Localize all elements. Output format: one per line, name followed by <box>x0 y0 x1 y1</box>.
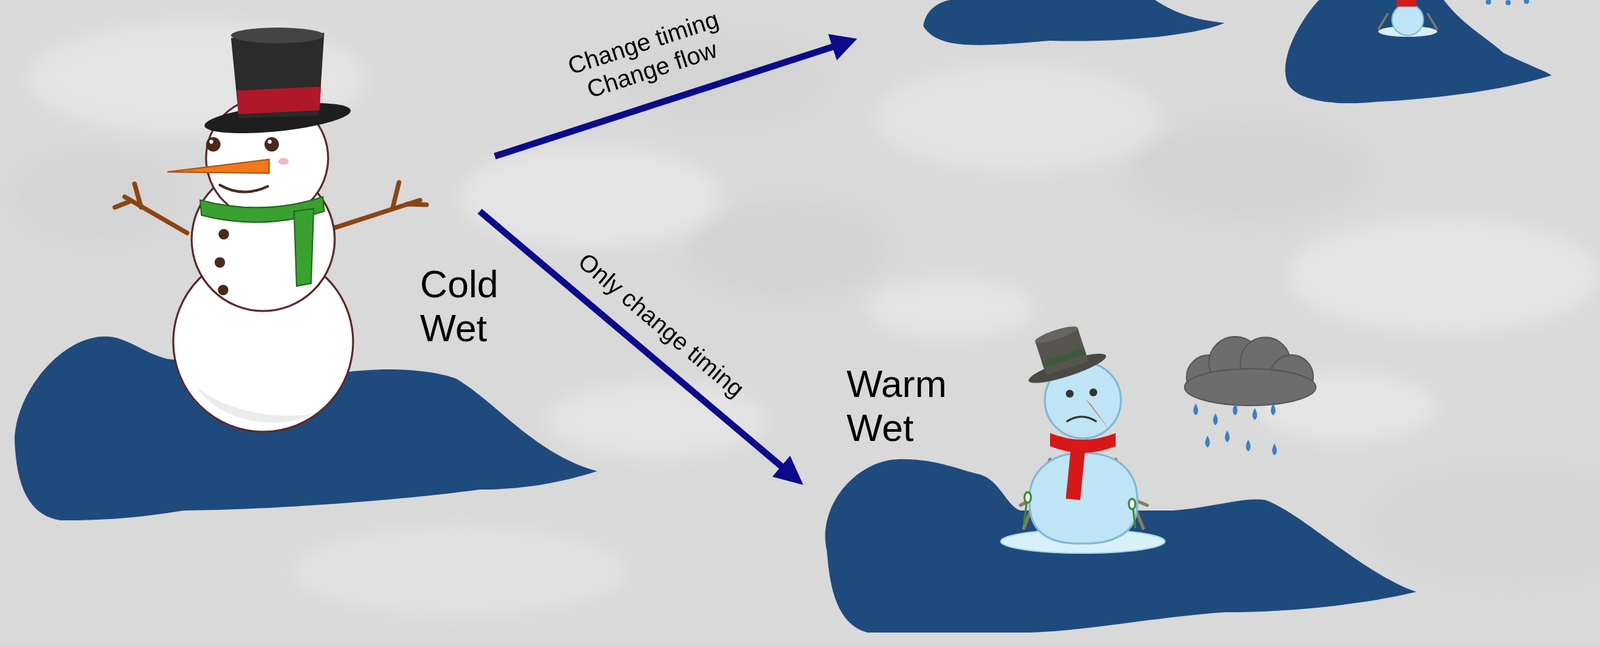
blob-shape <box>14 336 598 521</box>
drooping-arms <box>1020 459 1148 529</box>
snow-ball <box>173 252 354 432</box>
melting-body <box>1029 452 1138 544</box>
shading <box>196 387 316 423</box>
region-blob: Cold Wet <box>9 211 598 521</box>
region-blob: Warm Wet <box>803 362 1417 638</box>
arrow-note: Change timing Change flow <box>545 0 751 114</box>
distant-region-blob <box>923 0 1225 46</box>
button <box>218 229 230 240</box>
red-scarf <box>1050 433 1116 453</box>
timing-arrow <box>479 211 804 485</box>
tiny-snowman <box>1378 0 1438 37</box>
arrow-label: Only change timing <box>572 248 749 404</box>
button <box>214 257 226 268</box>
tiny-raindrops <box>1485 0 1530 6</box>
scarf <box>200 196 325 223</box>
button <box>217 284 229 296</box>
hat-brim <box>203 97 353 139</box>
snowman-cold <box>114 27 427 432</box>
drooping-nose <box>1085 399 1112 434</box>
raindrops <box>1193 403 1278 456</box>
hat-band <box>236 86 321 115</box>
hat-top <box>231 27 325 44</box>
smile <box>219 185 268 193</box>
scarf-tail <box>294 208 314 287</box>
eye <box>1089 388 1098 397</box>
puddle <box>1000 529 1165 554</box>
arrow-head <box>772 455 804 485</box>
tilted-hat <box>1016 317 1109 389</box>
condition-text: Warm Wet <box>846 362 965 450</box>
eye <box>206 137 221 152</box>
hat-crown <box>231 32 325 119</box>
red-scarf-tail <box>1065 446 1086 501</box>
snowdrops <box>1023 492 1136 529</box>
eye <box>1065 389 1074 398</box>
rain-cloud <box>1184 336 1316 406</box>
eye <box>264 137 279 152</box>
condition-text: Cold Wet <box>420 262 539 350</box>
blob-shape <box>824 459 1417 633</box>
blob-outline <box>9 211 598 521</box>
snowman-melting <box>1000 317 1165 554</box>
cheek <box>278 158 289 165</box>
distant-region-blob <box>1284 0 1552 104</box>
snow-texture <box>19 19 1600 617</box>
melting-head <box>1044 362 1121 439</box>
arrow-shaft <box>479 211 785 469</box>
snow-ball <box>191 168 335 312</box>
scenario-arrow <box>494 34 858 157</box>
carrot-nose <box>167 159 270 174</box>
stick-arms <box>114 182 427 233</box>
frown <box>1067 416 1096 422</box>
snow-head <box>206 97 329 220</box>
